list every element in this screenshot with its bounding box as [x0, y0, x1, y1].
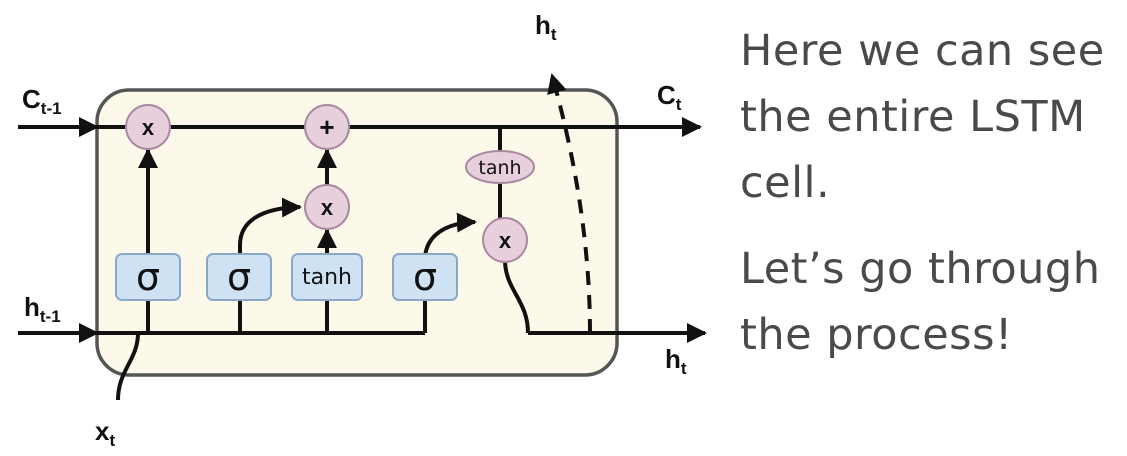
svg-text:ht: ht [535, 10, 557, 44]
candidate-gate: tanh [291, 253, 363, 301]
cell-tanh-op: tanh [465, 150, 535, 184]
svg-text:x: x [321, 195, 334, 220]
output-gate: σ [392, 253, 458, 301]
label-h-out: ht [665, 344, 687, 378]
forget-gate: σ [115, 253, 181, 301]
svg-text:σ: σ [227, 255, 251, 299]
explanation-line-1: Here we can see the entire LSTM cell. [740, 26, 1105, 208]
label-c-next: Ct [657, 80, 682, 114]
label-x-in: xt [95, 416, 115, 450]
svg-text:Ct-1: Ct-1 [22, 84, 62, 118]
input-gate-path [238, 197, 302, 333]
label-c-prev: Ct-1 [22, 84, 62, 118]
output-multiply-op: x [482, 217, 528, 263]
svg-text:σ: σ [413, 255, 437, 299]
svg-text:ht-1: ht-1 [24, 292, 61, 326]
output-mult-path [503, 259, 530, 334]
svg-text:x: x [499, 228, 512, 253]
input-multiply-op: x [304, 184, 350, 230]
svg-text:tanh: tanh [302, 265, 352, 290]
svg-text:x: x [142, 115, 155, 140]
explanation-line-2: Let’s go through the process! [740, 244, 1101, 360]
svg-text:+: + [319, 112, 334, 142]
x-input-curve [116, 332, 140, 401]
explanation-text: Here we can see the entire LSTM cell. Le… [740, 18, 1120, 368]
lstm-diagram: σ σ tanh σ x + x tanh x Ct-1 Ct ht-1 [18, 10, 707, 450]
svg-text:Ct: Ct [657, 80, 682, 114]
forget-multiply-op: x [125, 104, 171, 150]
svg-text:ht: ht [665, 344, 687, 378]
label-h-top: ht [535, 10, 557, 44]
svg-text:σ: σ [136, 255, 160, 299]
add-op: + [304, 104, 350, 150]
label-h-prev: ht-1 [24, 292, 61, 326]
svg-text:tanh: tanh [478, 157, 521, 179]
svg-text:xt: xt [95, 416, 115, 450]
input-gate: σ [206, 253, 272, 301]
